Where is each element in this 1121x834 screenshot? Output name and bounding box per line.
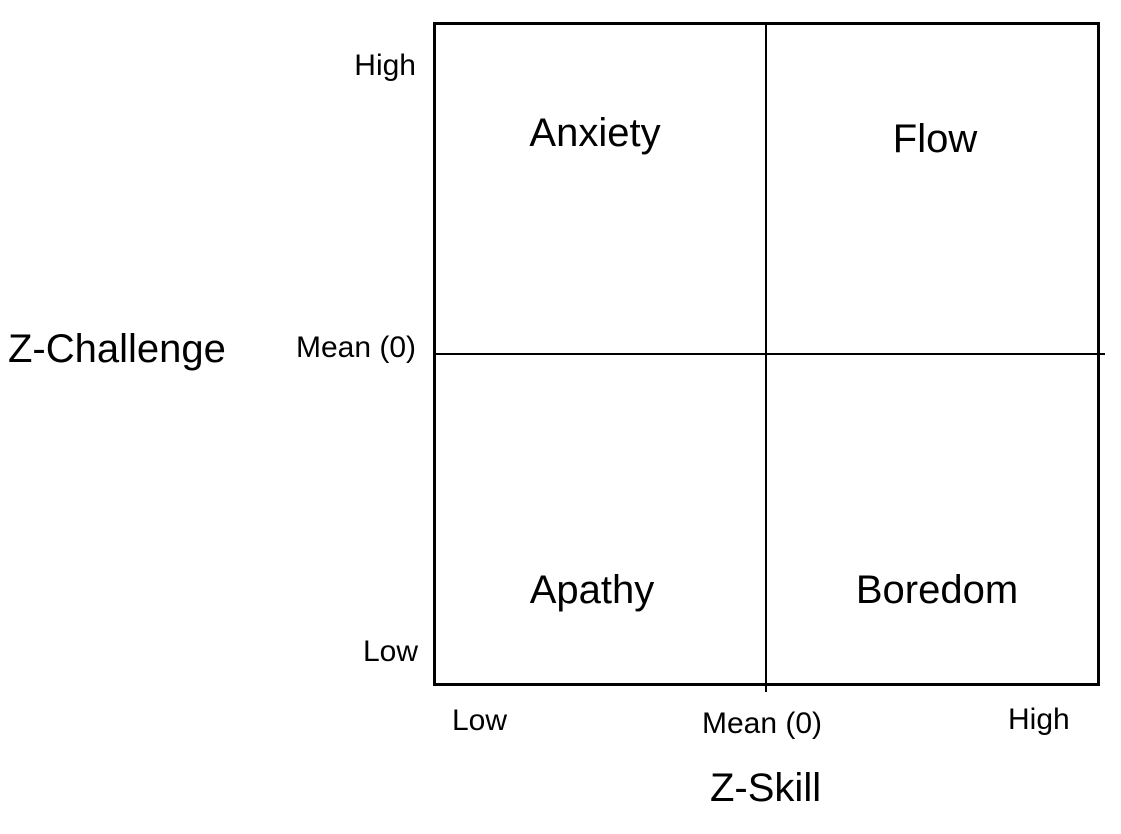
quadrant-label-apathy: Apathy [529, 568, 655, 612]
y-tick-high: High [354, 49, 416, 82]
x-tick-mean: Mean (0) [702, 707, 823, 740]
skill-mean-divider [765, 22, 767, 692]
y-axis-title: Z-Challenge [8, 327, 226, 371]
quadrant-label-boredom: Boredom [855, 568, 1019, 612]
y-tick-low: Low [362, 635, 418, 668]
challenge-mean-divider [433, 353, 1105, 355]
x-axis-title: Z-Skill [710, 766, 822, 810]
x-tick-high: High [1008, 703, 1070, 736]
quadrant-label-anxiety: Anxiety [529, 111, 661, 155]
y-tick-mean: Mean (0) [295, 331, 416, 364]
quadrant-label-flow: Flow [892, 117, 978, 161]
x-tick-low: Low [452, 704, 508, 737]
